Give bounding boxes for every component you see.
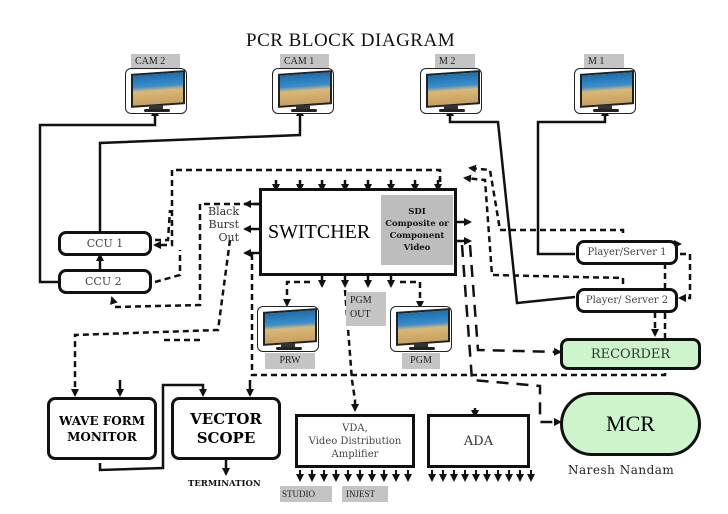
switcher-label: SWITCHER [268,220,371,243]
player-server-2-label: Player/ Server 2 [585,295,669,306]
monitor-prw [257,306,319,352]
line-ccu2-to-sw [154,250,182,284]
switcher-video-format: SDI Composite or Component Video [381,195,453,265]
sdi-line-4: Video [403,243,431,253]
monitor-pgm [390,306,452,352]
vda-line-1: VDA, [342,422,368,434]
line-wfm-to-vector [98,383,207,472]
line-pgm [400,280,424,309]
vda-line-3: Amplifier [331,448,379,460]
monitor-m1 [574,68,636,114]
line-sw-to-recorder [468,244,562,356]
player-server-1-block: Player/Server 1 [576,240,678,265]
mcr-block: MCR [560,392,701,456]
pgm-out-label: PGM OUT [346,292,386,326]
waveform-line-2: MONITOR [67,429,137,444]
vda-line-2: Video Distribution [308,435,402,447]
player-server-1-label: Player/Server 1 [587,247,667,258]
output-label-studio: STUDIO [280,486,332,502]
line-sw-to-wfm [71,239,232,397]
bb-line-1: Black [208,205,239,218]
ccu-2-block: CCU 2 [58,269,152,294]
line-ccu2-to-cam2 [38,108,159,284]
sdi-line-2: Composite or [385,219,449,229]
line-prw [283,280,310,307]
vectorscope-line-1: VECTOR [190,409,262,428]
recorder-block: RECORDER [560,338,701,370]
line-p2-back [463,174,625,284]
author-label: Naresh Nandam [568,463,675,477]
waveform-line-1: WAVE FORM [58,413,145,428]
screen-icon [580,70,634,108]
mcr-label: MCR [606,411,655,436]
termination-label: TERMINATION [188,479,261,489]
vectorscope-line-2: SCOPE [196,428,256,447]
player-server-2-block: Player/ Server 2 [576,288,678,313]
black-burst-label: Black Burst Out [208,205,239,244]
screen-icon [263,308,317,346]
line-pgmout-to-vda [343,289,359,412]
monitor-cam2 [125,68,187,114]
vda-outputs [296,470,412,482]
recorder-label: RECORDER [590,346,671,362]
line-p1-to-m1 [536,108,609,256]
sdi-line-3: Component [389,231,445,241]
ccu-1-label: CCU 1 [86,237,124,250]
monitor-label-prw: PRW [265,353,315,369]
screen-icon [396,308,450,346]
line-p2-to-m2 [446,108,576,305]
vda-block: VDA, Video Distribution Amplifier [295,414,415,468]
waveform-monitor-block: WAVE FORM MONITOR [47,397,157,460]
monitor-m2 [420,68,482,114]
monitor-cam1 [272,68,334,114]
sdi-line-1: SDI [408,207,426,217]
line-p1-back [468,164,625,233]
pgm-out-line-2: OUT [350,309,371,320]
line-p1-to-p2 [678,252,692,302]
screen-icon [278,70,332,108]
ada-block: ADA [427,414,530,468]
monitor-label-m2: M 2 [435,54,475,70]
pgm-out-line-1: PGM [350,295,372,306]
line-ccu1-to-cam1 [98,108,304,232]
line-sw-to-mcr [460,244,562,426]
ada-outputs [428,470,535,482]
diagram-title: PCR BLOCK DIAGRAM [246,30,456,51]
monitor-label-pgm: PGM [402,353,440,369]
bb-line-2: Burst [208,218,240,231]
vectorscope-block: VECTOR SCOPE [171,397,281,460]
screen-icon [131,70,185,108]
ccu-2-label: CCU 2 [85,275,122,288]
monitor-label-cam2: CAM 2 [131,54,180,70]
screen-icon [426,70,480,108]
ada-label: ADA [463,433,494,449]
output-label-injest: INJEST [342,486,388,502]
line-bb-loop-b [110,202,260,309]
monitor-label-m1: M 1 [584,54,624,70]
line-bb-loop-a [153,168,442,249]
bb-line-3: Out [218,231,239,244]
monitor-label-cam1: CAM 1 [280,54,329,70]
ccu-1-block: CCU 1 [58,231,152,256]
